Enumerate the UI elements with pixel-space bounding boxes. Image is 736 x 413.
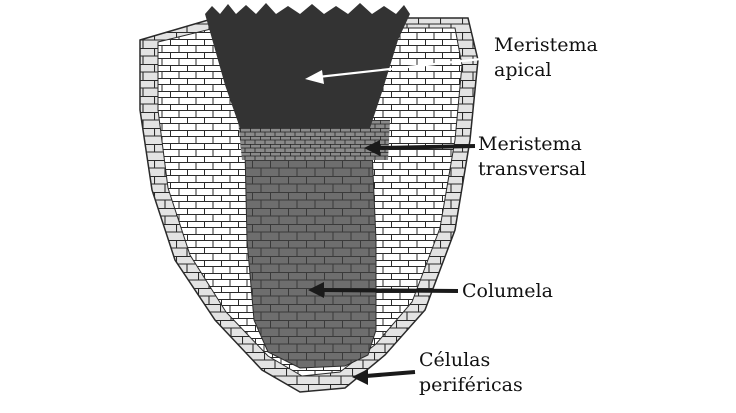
columella-cell-walls: [245, 150, 376, 368]
arrow-perifericas: [352, 369, 416, 385]
label-meristema-apical: Meristema apical: [494, 33, 598, 83]
label-meristema-transversal-line1: Meristema: [478, 133, 582, 155]
arrow-columela: [308, 282, 459, 298]
label-meristema-transversal: Meristema transversal: [478, 132, 586, 182]
label-celulas-perifericas: Células periféricas: [419, 348, 523, 398]
arrow-transversal: [364, 140, 476, 156]
label-columela-line1: Columela: [462, 280, 553, 302]
label-celulas-perifericas-line1: Células: [419, 349, 491, 371]
label-columela: Columela: [462, 279, 553, 304]
label-meristema-apical-line1: Meristema: [494, 34, 598, 56]
apical-meristem-region: [205, 14, 410, 128]
label-celulas-perifericas-line2: periféricas: [419, 374, 523, 396]
apical-meristem-fringe: [205, 3, 410, 14]
transverse-meristem-cells: [238, 120, 390, 160]
label-meristema-apical-line2: apical: [494, 59, 552, 81]
label-meristema-transversal-line2: transversal: [478, 158, 587, 180]
arrow-apical: [305, 56, 491, 84]
